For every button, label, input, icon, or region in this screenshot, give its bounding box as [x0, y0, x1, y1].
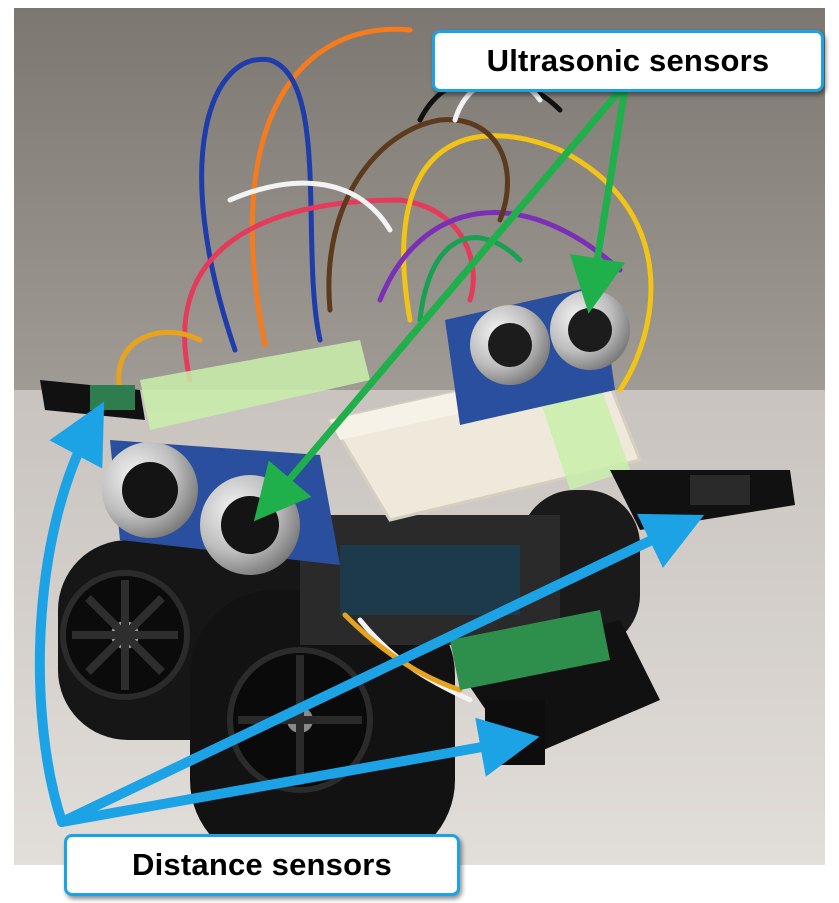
controller-board — [340, 545, 520, 615]
arrow-icon — [34, 401, 105, 827]
distance-arrows — [34, 401, 705, 827]
distance-sensors-label: Distance sensors — [64, 834, 460, 896]
arrow-icon — [57, 513, 705, 827]
arrow-icon — [253, 84, 626, 522]
arrow-icon — [569, 84, 629, 314]
front-track — [190, 590, 455, 865]
arrow-icon — [57, 717, 540, 827]
ultrasonic-sensors-label: Ultrasonic sensors — [432, 30, 824, 92]
ultrasonic-arrows — [253, 84, 629, 522]
